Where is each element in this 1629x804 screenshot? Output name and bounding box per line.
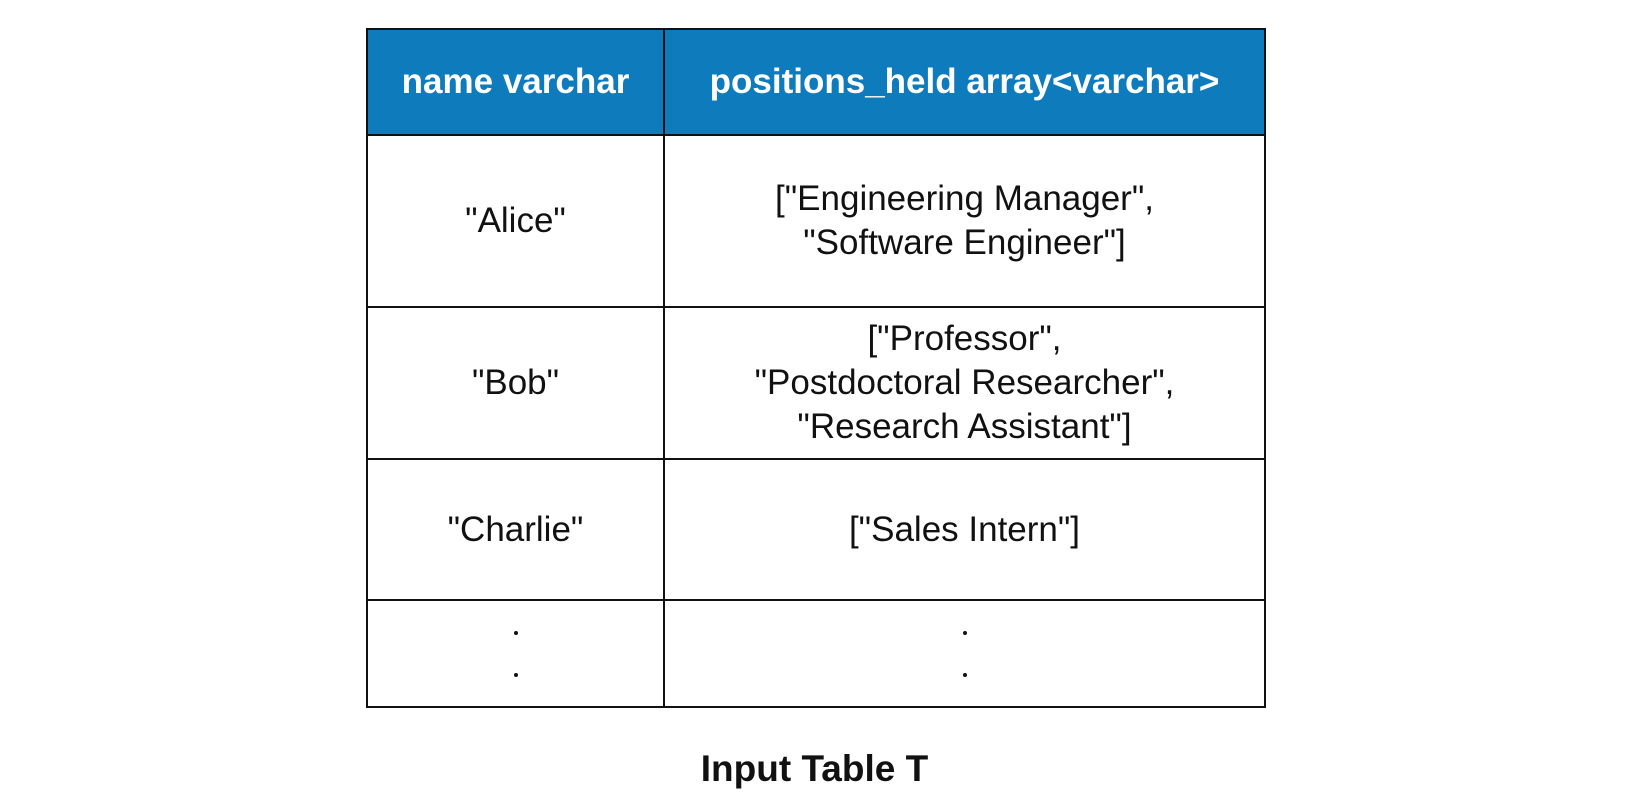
input-table: name varchar positions_held array<varcha… xyxy=(366,28,1266,708)
table-row: "Charlie" ["Sales Intern"] xyxy=(366,458,1266,601)
name-cell: "Alice" xyxy=(366,134,665,308)
ellipsis-dot xyxy=(962,672,967,677)
positions-line: ["Professor", xyxy=(867,319,1062,358)
header-positions-held: positions_held array<varchar> xyxy=(663,28,1266,136)
positions-cell: ["Engineering Manager", "Software Engine… xyxy=(663,134,1266,308)
vertical-ellipsis-icon xyxy=(675,612,1254,696)
positions-line: "Research Assistant"] xyxy=(797,407,1132,446)
positions-line: "Postdoctoral Researcher", xyxy=(754,363,1175,402)
ellipsis-dot xyxy=(962,630,967,635)
continuation-row xyxy=(366,599,1266,708)
table-row: "Alice" ["Engineering Manager", "Softwar… xyxy=(366,134,1266,308)
vertical-ellipsis-icon xyxy=(378,612,653,696)
positions-cell: ["Professor", "Postdoctoral Researcher",… xyxy=(663,306,1266,460)
name-ellipsis-cell xyxy=(366,599,665,708)
table-row: "Bob" ["Professor", "Postdoctoral Resear… xyxy=(366,306,1266,460)
name-cell: "Charlie" xyxy=(366,458,665,601)
name-cell: "Bob" xyxy=(366,306,665,460)
positions-ellipsis-cell xyxy=(663,599,1266,708)
ellipsis-dot xyxy=(513,630,518,635)
positions-cell: ["Sales Intern"] xyxy=(663,458,1266,601)
positions-line: ["Sales Intern"] xyxy=(848,509,1081,549)
ellipsis-dot xyxy=(513,672,518,677)
table-caption: Input Table T xyxy=(700,748,929,789)
positions-line: "Software Engineer"] xyxy=(803,223,1126,262)
header-row: name varchar positions_held array<varcha… xyxy=(366,28,1266,136)
header-name: name varchar xyxy=(366,28,665,136)
positions-line: ["Engineering Manager", xyxy=(775,179,1154,218)
